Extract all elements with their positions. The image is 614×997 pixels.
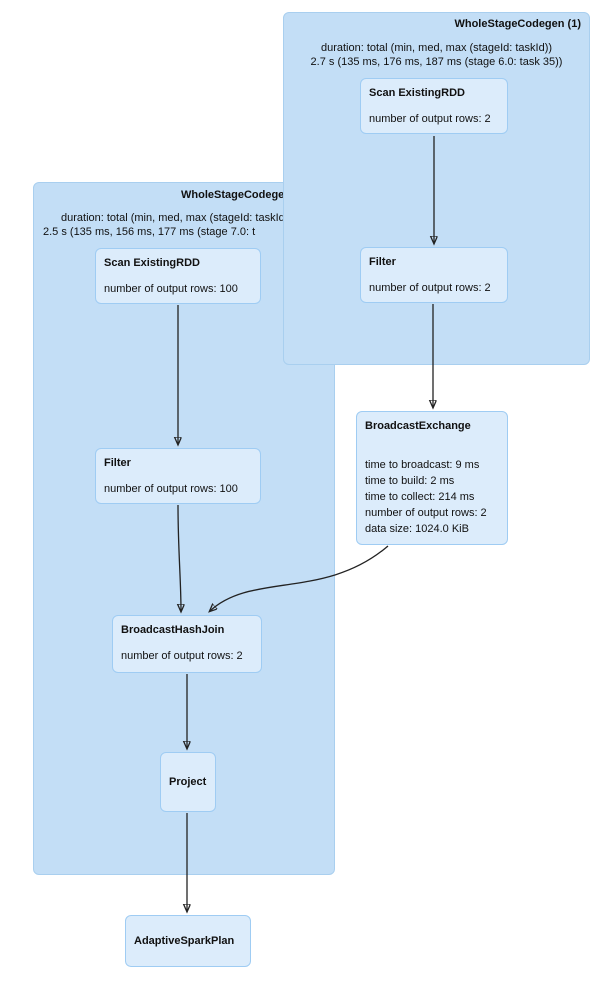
node-metric: number of output rows: 2 [365, 507, 487, 519]
node-metric: number of output rows: 100 [104, 283, 238, 295]
node-title: BroadcastExchange [365, 420, 471, 432]
node-metric: data size: 1024.0 KiB [365, 523, 469, 535]
node-metric: number of output rows: 2 [369, 113, 491, 125]
node-metric: time to collect: 214 ms [365, 491, 475, 503]
node-broadcast-exchange[interactable]: BroadcastExchange time to broadcast: 9 m… [356, 411, 508, 545]
node-title: Project [169, 775, 207, 788]
node-metric: number of output rows: 2 [369, 282, 491, 294]
cluster-duration-label: duration: total (min, med, max (stageId:… [61, 212, 293, 224]
node-title: Scan ExistingRDD [369, 87, 465, 99]
cluster-duration-value: 2.7 s (135 ms, 176 ms, 187 ms (stage 6.0… [310, 56, 563, 68]
cluster-title: WholeStageCodegen (1) [454, 18, 581, 30]
node-title: Filter [104, 457, 131, 469]
cluster-duration-label: duration: total (min, med, max (stageId:… [320, 42, 553, 54]
node-title: AdaptiveSparkPlan [134, 934, 235, 947]
node-adaptive-spark-plan[interactable]: AdaptiveSparkPlan [125, 915, 251, 967]
node-scan-existingrdd-2[interactable]: Scan ExistingRDD number of output rows: … [95, 248, 261, 304]
cluster-wholestagecodegen-1: WholeStageCodegen (1) duration: total (m… [283, 12, 590, 365]
node-project[interactable]: Project [160, 752, 216, 812]
node-scan-existingrdd-1[interactable]: Scan ExistingRDD number of output rows: … [360, 78, 508, 134]
node-broadcast-hash-join[interactable]: BroadcastHashJoin number of output rows:… [112, 615, 262, 673]
node-metric: time to broadcast: 9 ms [365, 459, 480, 471]
node-metric: number of output rows: 100 [104, 483, 238, 495]
node-metric: number of output rows: 2 [121, 650, 243, 662]
node-title: Scan ExistingRDD [104, 257, 200, 269]
node-title: Filter [369, 256, 396, 268]
node-filter-1[interactable]: Filter number of output rows: 2 [360, 247, 508, 303]
cluster-duration-value: 2.5 s (135 ms, 156 ms, 177 ms (stage 7.0… [43, 226, 256, 238]
node-filter-2[interactable]: Filter number of output rows: 100 [95, 448, 261, 504]
cluster-title: WholeStageCodegen [181, 189, 292, 201]
node-metric: time to build: 2 ms [365, 475, 455, 487]
node-title: BroadcastHashJoin [121, 624, 225, 636]
